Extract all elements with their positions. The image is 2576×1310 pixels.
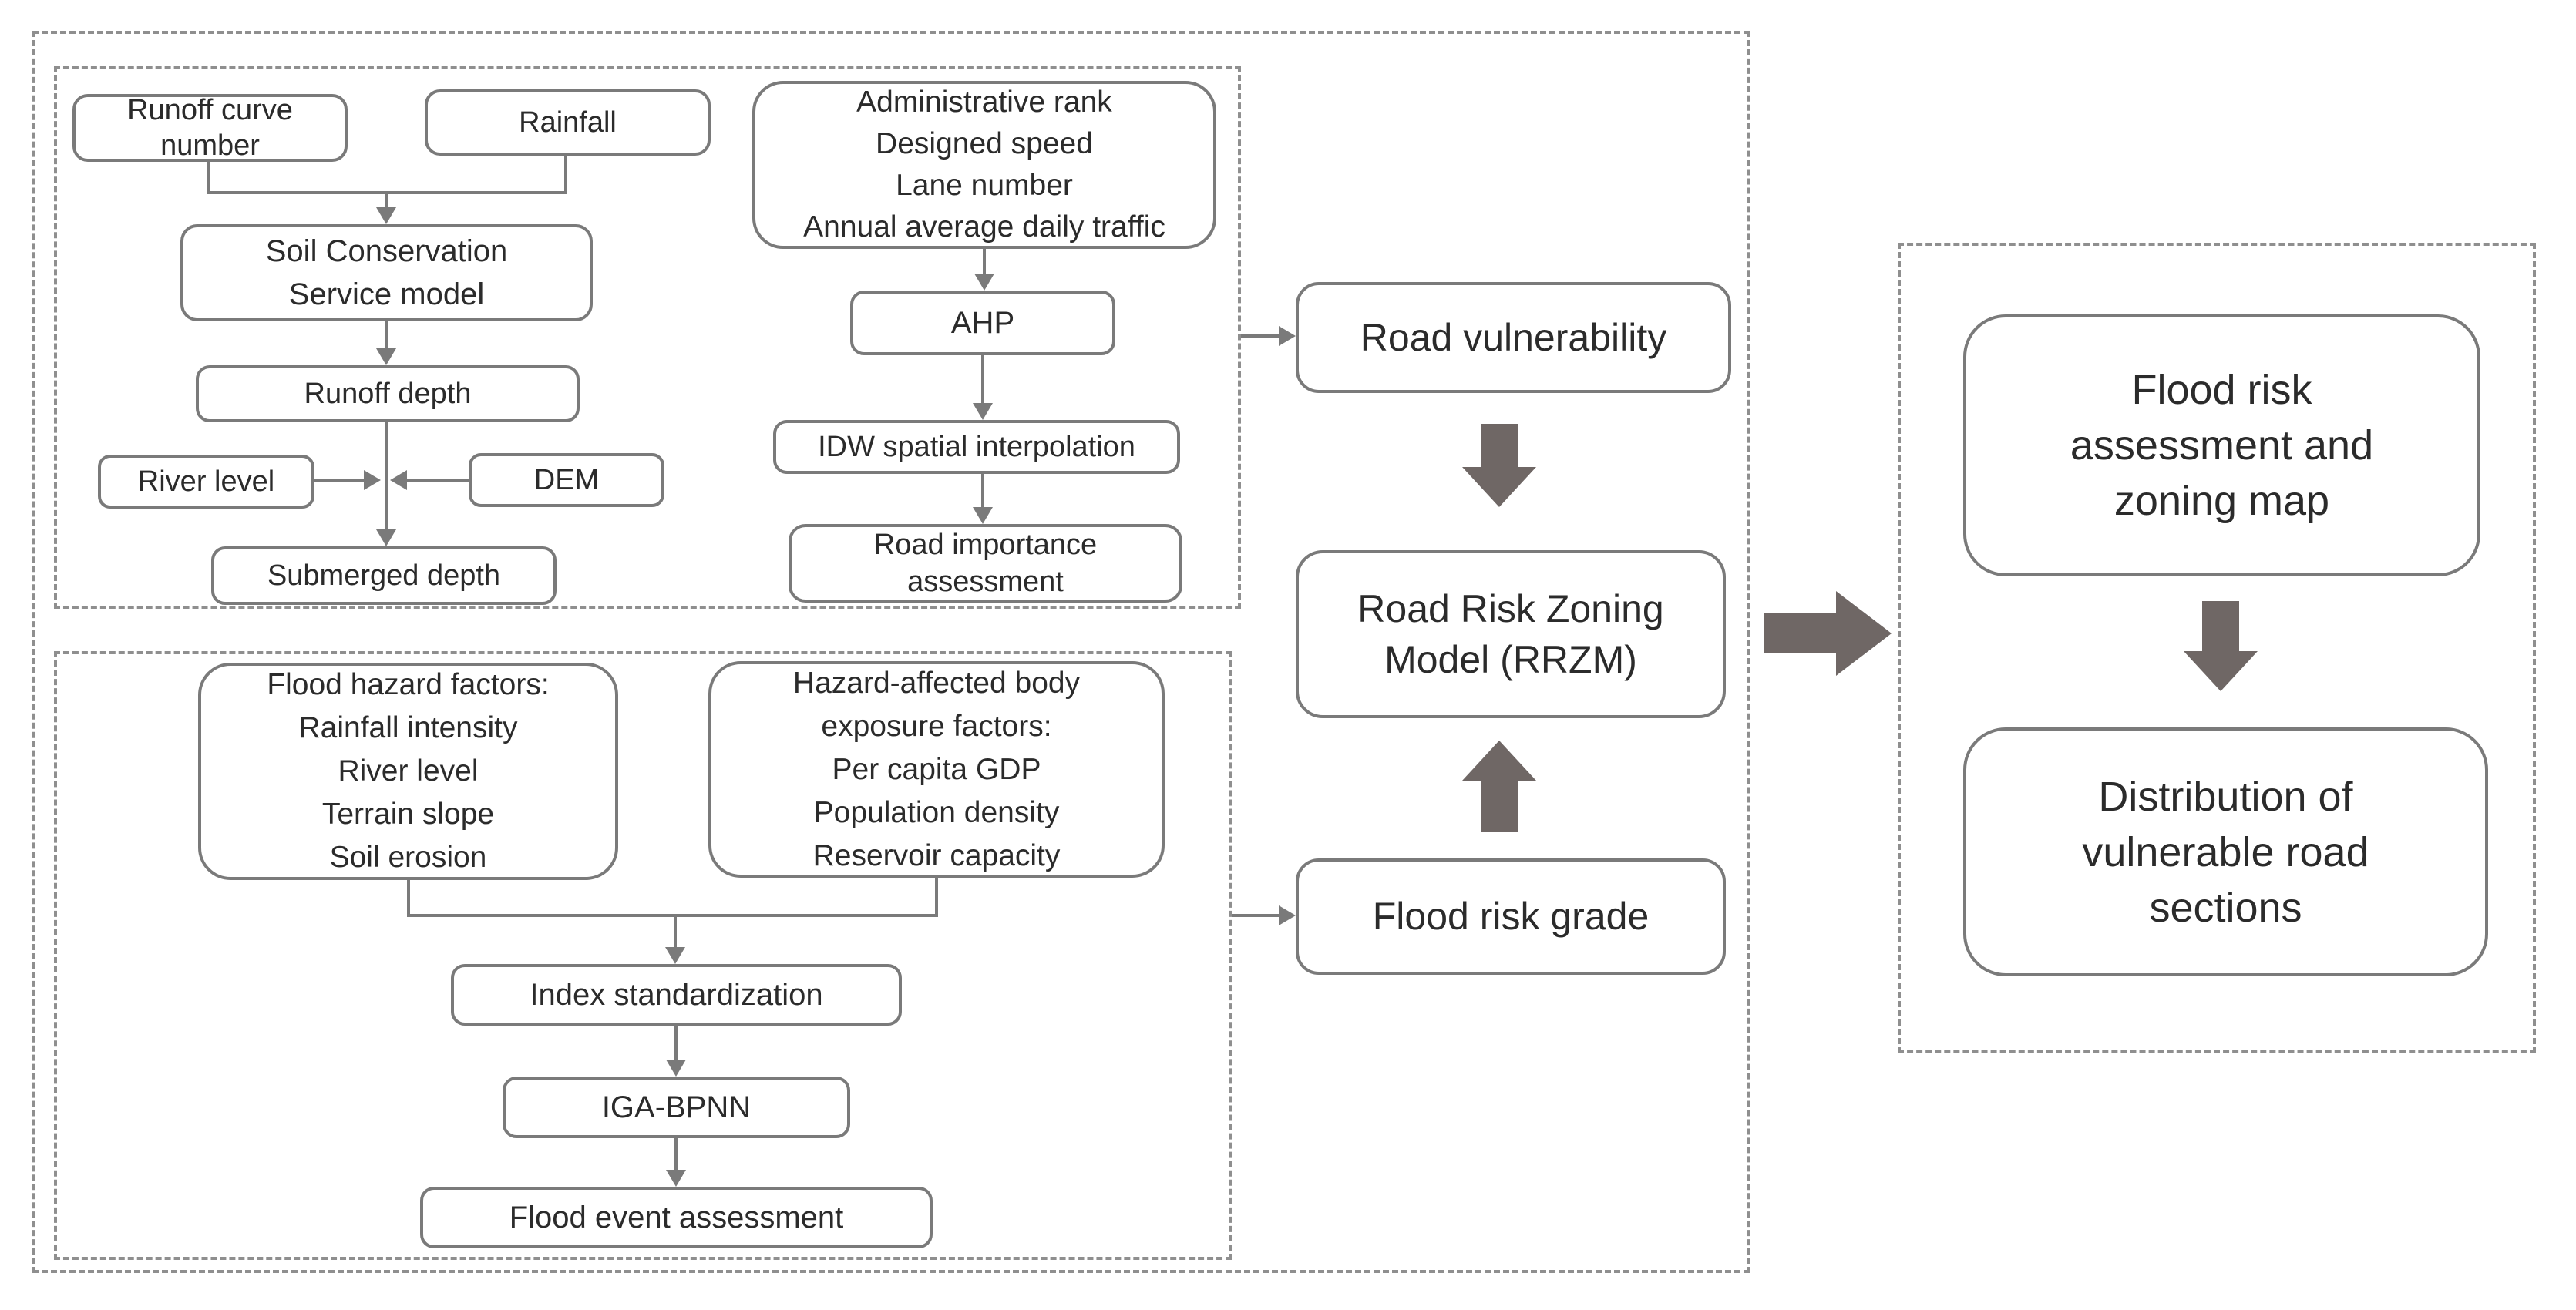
node-submerged-depth: Submerged depth — [211, 546, 557, 605]
arrowhead-to-road-vulnerability — [1279, 326, 1296, 346]
thick-right-arrowhead-rrzm-to-outputs — [1836, 591, 1892, 676]
node-runoff-curve-number: Runoff curve number — [72, 94, 348, 162]
connector-hazard-stub — [407, 880, 410, 917]
node-idw-spatial-interpolation: IDW spatial interpolation — [773, 420, 1180, 474]
connector-inputs-to-ahp — [983, 249, 986, 275]
thick-down-arrowhead-map-to-distribution — [2184, 651, 2258, 691]
frame-flood-event-factors — [54, 651, 1232, 1260]
connector-idw-to-road-importance — [981, 474, 984, 507]
connector-river-level — [314, 479, 364, 482]
node-dem: DEM — [469, 453, 664, 507]
node-ahp: AHP — [850, 291, 1115, 355]
node-distribution-vulnerable-roads: Distribution of vulnerable road sections — [1963, 727, 2488, 976]
node-road-importance-inputs: Administrative rank Designed speed Lane … — [752, 81, 1216, 249]
node-flood-hazard-factors: Flood hazard factors: Rainfall intensity… — [198, 663, 618, 880]
connector-index-to-iga — [674, 1026, 678, 1060]
arrowhead-to-submerged-depth — [376, 529, 396, 546]
connector-rainfall-stub — [564, 156, 567, 194]
node-road-importance-assessment: Road importance assessment — [789, 524, 1182, 603]
node-flood-risk-map: Flood risk assessment and zoning map — [1963, 314, 2480, 576]
node-runoff-depth: Runoff depth — [196, 365, 580, 422]
connector-runoff-curve-stub — [207, 162, 210, 194]
node-soil-conservation-service-model: Soil Conservation Service model — [180, 224, 593, 321]
arrowhead-to-road-importance — [973, 507, 993, 524]
connector-to-scs — [385, 191, 388, 209]
arrowhead-to-runoff-depth — [376, 348, 396, 365]
node-road-risk-zoning-model: Road Risk Zoning Model (RRZM) — [1296, 550, 1726, 718]
arrowhead-to-ahp — [974, 274, 994, 291]
node-river-level: River level — [98, 455, 314, 509]
arrowhead-to-scs — [376, 207, 396, 224]
thick-down-arrow-vulnerability-to-rrzm — [1481, 424, 1518, 468]
arrowhead-to-flood-risk-grade — [1279, 905, 1296, 925]
connector-iga-to-flood-event — [674, 1138, 678, 1170]
connector-merge-rail-bottom — [407, 914, 938, 917]
arrowhead-river-level — [364, 470, 381, 490]
node-rainfall: Rainfall — [425, 89, 711, 156]
connector-exposure-stub — [935, 878, 938, 917]
frame-hydrology-and-road-importance — [54, 66, 1241, 609]
frame-outputs — [1898, 243, 2536, 1053]
node-exposure-factors: Hazard-affected body exposure factors: P… — [708, 661, 1165, 878]
connector-ahp-to-idw — [981, 355, 984, 403]
connector-to-index-standardization — [674, 914, 677, 947]
node-road-vulnerability: Road vulnerability — [1296, 282, 1731, 393]
connector-runoff-depth-to-submerged — [385, 422, 388, 531]
connector-to-road-vulnerability — [1241, 334, 1279, 338]
node-iga-bpnn: IGA-BPNN — [503, 1077, 850, 1138]
node-index-standardization: Index standardization — [451, 964, 902, 1026]
connector-dem — [407, 479, 469, 482]
node-flood-event-assessment: Flood event assessment — [420, 1187, 933, 1248]
arrowhead-to-flood-event — [666, 1170, 686, 1187]
arrowhead-to-iga — [666, 1060, 686, 1077]
frame-model-inputs-outer — [32, 31, 1750, 1273]
thick-down-arrowhead-vulnerability-to-rrzm — [1462, 467, 1536, 507]
thick-down-arrow-map-to-distribution — [2202, 601, 2239, 653]
node-flood-risk-grade: Flood risk grade — [1296, 858, 1726, 975]
connector-scs-to-runoff-depth — [385, 321, 388, 350]
arrowhead-to-index-standardization — [665, 947, 685, 964]
thick-right-arrow-rrzm-to-outputs — [1764, 613, 1838, 653]
arrowhead-to-idw — [973, 403, 993, 420]
connector-to-flood-risk-grade — [1232, 914, 1279, 917]
thick-up-arrowhead-grade-to-rrzm — [1462, 741, 1536, 781]
arrowhead-dem — [390, 470, 407, 490]
thick-up-arrow-grade-to-rrzm — [1481, 779, 1518, 832]
